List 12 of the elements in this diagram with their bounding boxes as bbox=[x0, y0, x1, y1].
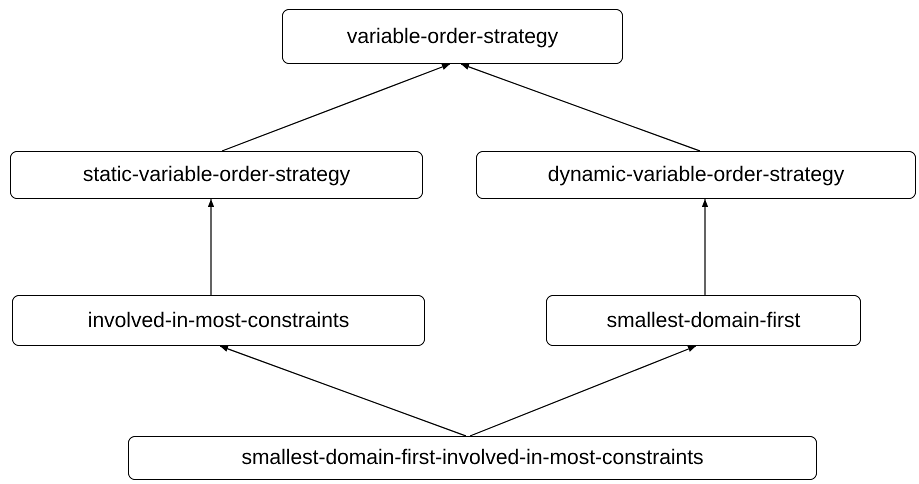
arrow bbox=[222, 63, 450, 152]
class-box: smallest-domain-first bbox=[546, 295, 861, 346]
arrow bbox=[702, 199, 708, 295]
arrow bbox=[460, 63, 700, 152]
class-box: static-variable-order-strategy bbox=[10, 151, 423, 199]
class-box: involved-in-most-constraints bbox=[12, 295, 425, 346]
class-box: dynamic-variable-order-strategy bbox=[476, 151, 916, 199]
arrow bbox=[470, 345, 696, 437]
class-box: variable-order-strategy bbox=[282, 9, 623, 64]
class-box: smallest-domain-first-involved-in-most-constraints bbox=[128, 436, 817, 480]
arrow bbox=[208, 199, 214, 295]
arrow bbox=[220, 345, 466, 437]
